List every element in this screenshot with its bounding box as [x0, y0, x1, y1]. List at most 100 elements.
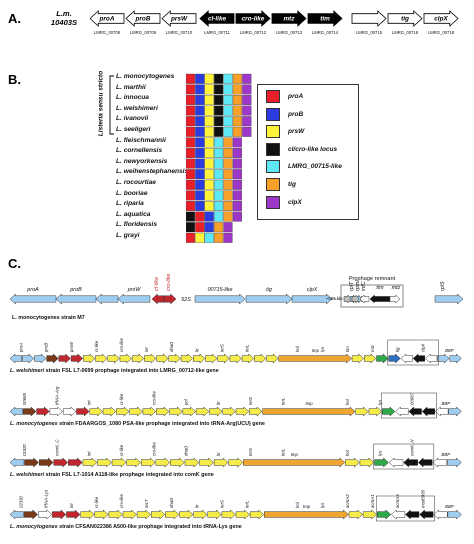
gene-arrow-tim — [307, 10, 343, 27]
synteny-cell-l715 — [214, 179, 224, 190]
track4-label: acrIIA1 — [370, 494, 375, 508]
synteny-cell-l715 — [223, 105, 233, 116]
track4-gene — [38, 509, 53, 520]
synteny-cell-l715 — [223, 84, 233, 95]
track2-gene — [36, 406, 50, 417]
m7-label: proB — [69, 287, 82, 293]
synteny-cell-l715 — [214, 158, 224, 169]
legend-label: proA — [288, 93, 304, 100]
synteny-cell-proB — [195, 116, 205, 127]
locus-label-LMRG_00709: LMRG_00709 — [130, 30, 157, 35]
track1-label: lys — [320, 346, 325, 352]
track-title-rest: strain CFSAN022386 A500-like prophage in… — [58, 524, 242, 530]
track4-gene-tmp — [264, 509, 349, 520]
m7-label: 00715-like — [208, 287, 233, 293]
synteny-cell-proA — [186, 84, 195, 95]
synteny-cell-prsW — [204, 148, 214, 158]
legend-item: cI/cro-like locus — [266, 142, 337, 156]
sensu-stricto-bracket — [109, 75, 114, 135]
synteny-cell-proB — [195, 169, 205, 180]
legend-swatch — [266, 125, 280, 139]
track3-label: lys — [377, 450, 382, 456]
track2-label: tRNA-Arg — [54, 386, 59, 405]
track3-label: tmp — [291, 452, 299, 457]
species-label: L. fleischmannii — [116, 136, 166, 144]
track2-gene — [435, 406, 449, 417]
track1-gene — [205, 353, 218, 364]
track1-label: cro-like — [119, 338, 124, 352]
track2-gene — [155, 406, 170, 417]
track2-gene — [23, 406, 37, 417]
species-label: L. rocourtiae — [116, 179, 156, 186]
track2-gene — [209, 406, 223, 417]
track3-label: cro-like — [151, 442, 156, 456]
synteny-cell-clpX — [223, 232, 233, 243]
track2-gene — [102, 406, 117, 417]
track4-gene — [165, 509, 180, 520]
track1-gene — [449, 353, 462, 364]
track4-gene — [151, 509, 166, 520]
sensu-stricto-label: Listeria sensu stricto — [97, 70, 105, 137]
locus-label-LMRG_00708: LMRG_00708 — [94, 30, 121, 35]
track1-label: prsW — [69, 341, 74, 353]
track3-gene — [97, 457, 112, 468]
synteny-cell-clpX — [232, 148, 242, 158]
synteny-cell-cI — [214, 84, 224, 95]
legend-item: proA — [266, 90, 303, 103]
species-label: L. marthii — [116, 83, 146, 91]
track2-label: 00685 — [22, 392, 27, 405]
synteny-cell-proB — [195, 148, 205, 158]
track4-label: int — [69, 503, 74, 508]
track1-gene — [400, 353, 413, 364]
track2-gene — [129, 406, 143, 417]
track4-label: BBP — [445, 504, 454, 509]
synteny-cell-prsW — [204, 201, 214, 211]
track1-gene — [254, 353, 267, 364]
track2-label: terL — [280, 397, 285, 405]
synteny-cell-clpX — [232, 137, 242, 148]
species-label: L. ivanovii — [116, 115, 149, 123]
synteny-cell-tig — [223, 158, 233, 169]
synteny-cell-l715 — [223, 95, 233, 105]
locus-label-LMRG_00711: LMRG_00711 — [204, 30, 230, 35]
track3-box — [373, 443, 435, 470]
track-title-rest: strain FSL L7-1014 A118-like prophage in… — [44, 472, 214, 478]
synteny-cell-proB — [195, 190, 205, 201]
species-label: L. welshimeri — [116, 104, 158, 112]
synteny-cell-proA — [186, 169, 195, 180]
synteny-cell-cI — [214, 95, 224, 105]
gene-arrow-mtz — [271, 10, 307, 27]
track2-gene — [182, 406, 196, 417]
synteny-cell-proB — [204, 211, 214, 222]
synteny-cell-tig — [223, 190, 233, 201]
track3-label: BBP — [442, 452, 451, 457]
synteny-cell-clpX — [223, 222, 233, 233]
synteny-cell-proB — [204, 222, 214, 233]
track2-title: L. monocytogenes strain FDAARGOS_1080 PS… — [10, 421, 265, 427]
synteny-cell-prsW — [204, 95, 214, 105]
synteny-cell-proB — [195, 137, 205, 148]
track1-gene — [95, 353, 108, 364]
remnant-gene-tim — [369, 294, 391, 304]
track1-label: tmp — [312, 348, 320, 353]
track1-label: hol — [295, 345, 300, 352]
track2-gene — [142, 406, 157, 417]
track1-label: BBP — [445, 348, 454, 353]
m7-label: tig — [266, 287, 272, 293]
remnant-gene-2 — [351, 294, 360, 304]
track2-gene — [368, 406, 383, 417]
track3-label: int — [87, 451, 92, 456]
species-label: L. aquatica — [116, 210, 151, 218]
m7-label: mtz — [392, 285, 401, 291]
track2-label: cI-like — [119, 393, 124, 405]
track4-label: hol — [295, 501, 300, 508]
track4-gene — [66, 509, 81, 520]
track1-gene — [229, 353, 242, 364]
species-label: L. newyorkensis — [116, 157, 168, 165]
track-title-rest: strain FDAARGOS_1080 PSA-like prophage i… — [58, 421, 265, 427]
track4-title: L. monocytogenes strain CFSAN022386 A500… — [10, 524, 242, 530]
track2-gene — [249, 406, 263, 417]
track4-gene — [447, 509, 462, 520]
track4-label: tmp — [303, 504, 311, 509]
